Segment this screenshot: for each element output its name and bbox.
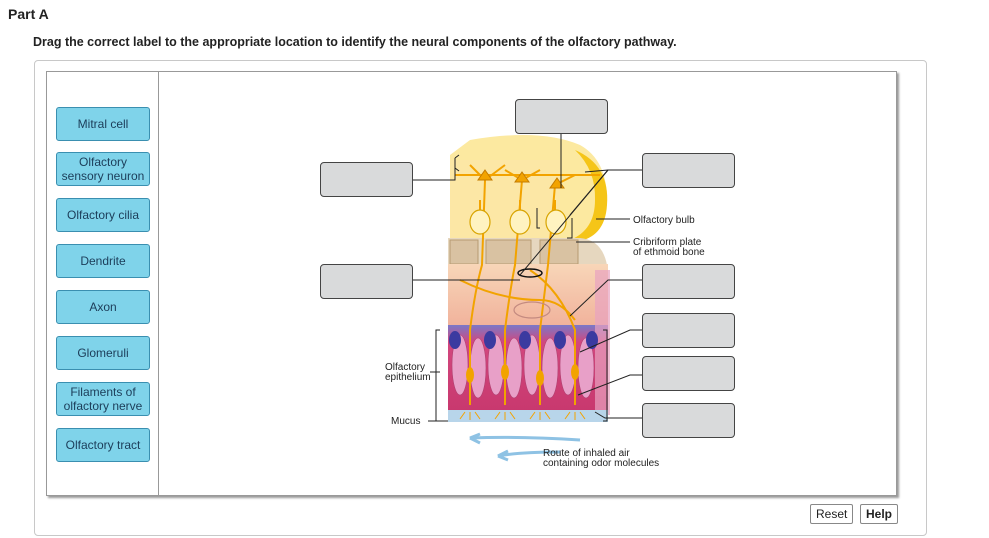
neuron-fibers <box>455 164 600 405</box>
drop-target-right-5[interactable] <box>642 403 735 438</box>
nerve-bundle-shape <box>513 301 551 319</box>
olfactory-cilia-strands <box>459 411 586 420</box>
help-button[interactable]: Help <box>860 504 899 524</box>
glomeruli-shapes <box>469 209 567 235</box>
olfactory-epithelium-label-2: epithelium <box>385 372 431 383</box>
label-axon[interactable]: Axon <box>56 290 150 324</box>
drop-target-left-middle[interactable] <box>320 264 413 299</box>
label-olfactory-sensory-neuron[interactable]: Olfactory sensory neuron <box>56 152 150 186</box>
cribriform-plate-label: Cribriform plate <box>633 237 702 248</box>
label-olfactory-tract[interactable]: Olfactory tract <box>56 428 150 462</box>
reset-button[interactable]: Reset <box>810 504 854 524</box>
label-dendrite[interactable]: Dendrite <box>56 244 150 278</box>
label-mitral-cell[interactable]: Mitral cell <box>56 107 150 141</box>
olfactory-epithelium-label-1: Olfactory <box>385 362 425 373</box>
label-filaments-of-olfactory-nerve[interactable]: Filaments of olfactory nerve <box>56 382 150 416</box>
drop-target-mitral-cell[interactable] <box>515 99 608 134</box>
mucus-layer-shape <box>448 410 608 422</box>
axon-marker <box>517 268 543 278</box>
instruction-text: Drag the correct label to the appropriat… <box>33 35 677 49</box>
airflow-arrow-1 <box>469 432 581 445</box>
airflow-arrow-2 <box>497 449 561 462</box>
olfactory-bulb-label: Olfactory bulb <box>633 215 695 226</box>
ethmoid-bone-label: of ethmoid bone <box>633 247 705 258</box>
drop-target-right-3[interactable] <box>642 313 735 348</box>
epithelial-nuclei <box>449 331 598 349</box>
part-title: Part A <box>8 6 49 22</box>
mucus-label: Mucus <box>391 416 420 427</box>
epithelial-cells <box>451 334 595 399</box>
label-olfactory-cilia[interactable]: Olfactory cilia <box>56 198 150 232</box>
neuron-cell-bodies <box>466 364 579 386</box>
drop-target-right-2[interactable] <box>642 264 735 299</box>
drop-target-right-top[interactable] <box>642 153 735 188</box>
route-of-air-label-2: containing odor molecules <box>543 458 659 469</box>
olfactory-bulb-shape <box>450 135 608 242</box>
route-of-air-label-1: Route of inhaled air <box>543 448 630 459</box>
drop-target-left-top[interactable] <box>320 162 413 197</box>
label-glomeruli[interactable]: Glomeruli <box>56 336 150 370</box>
label-bank <box>46 71 159 496</box>
leader-lines <box>413 134 643 422</box>
drop-target-right-4[interactable] <box>642 356 735 391</box>
